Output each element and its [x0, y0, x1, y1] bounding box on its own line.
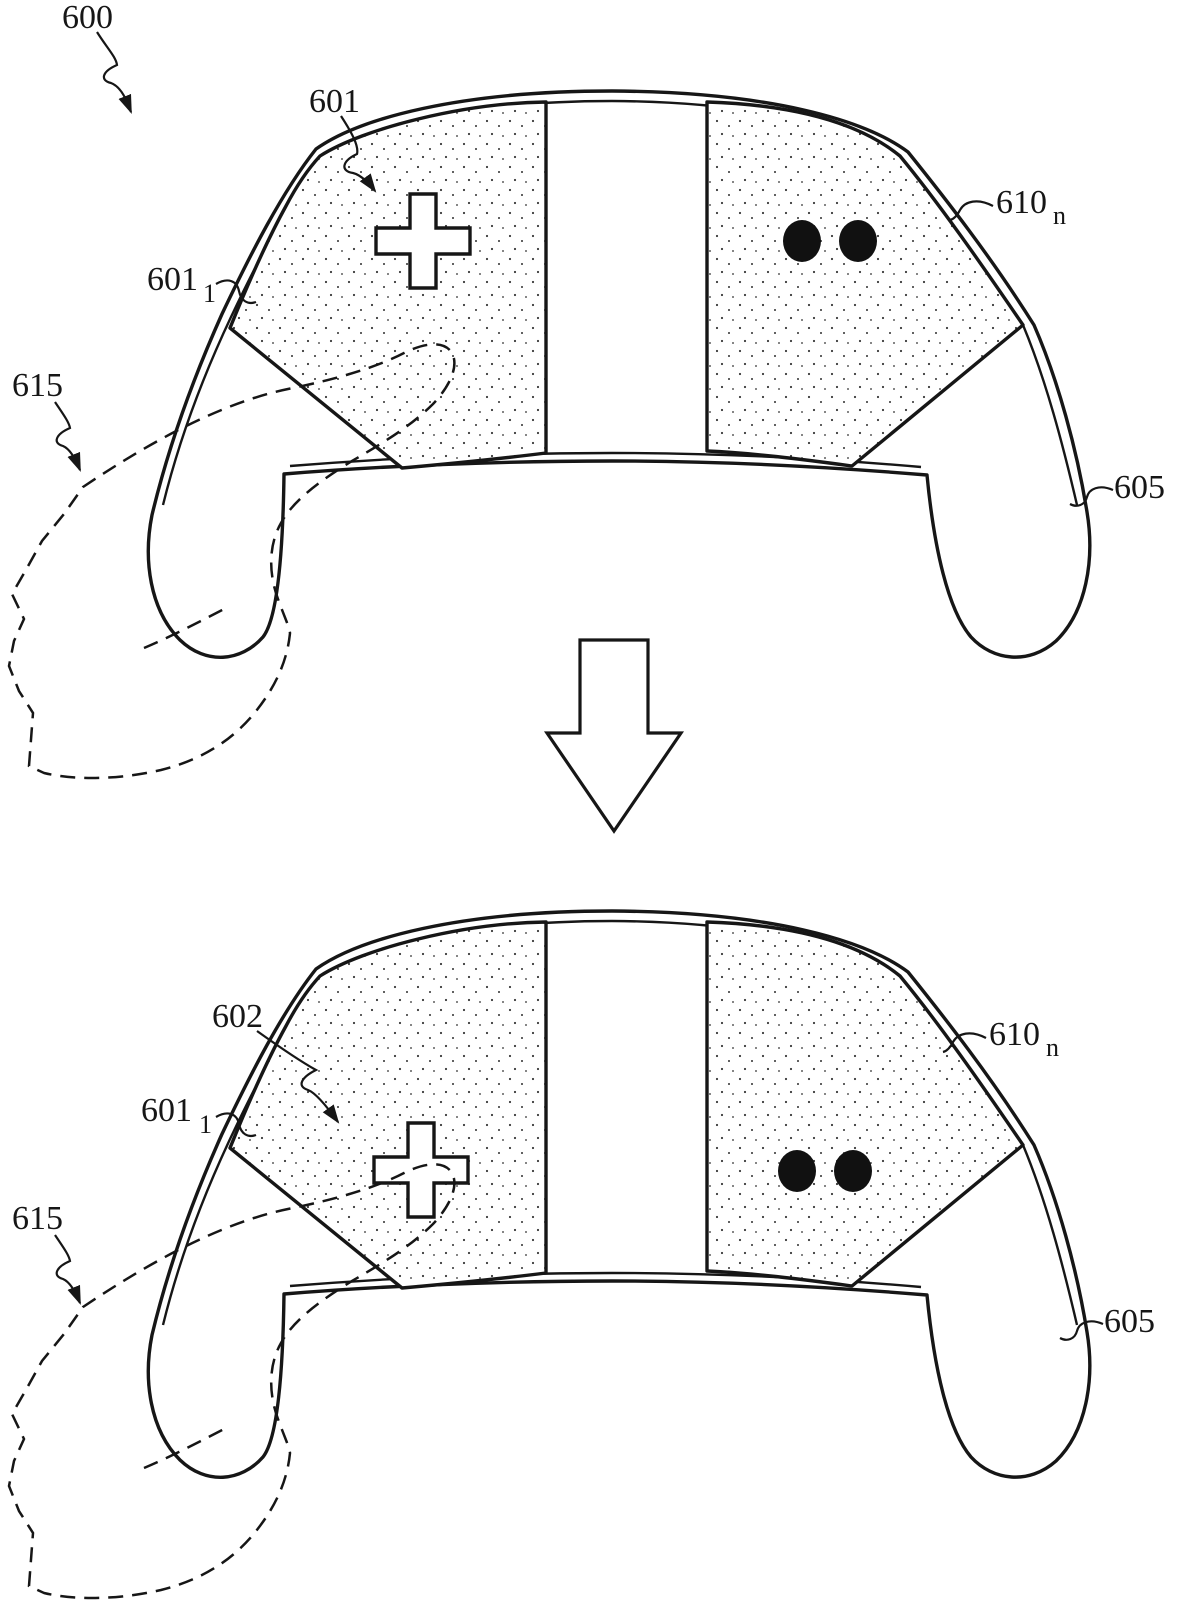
ref-label-615: 615 [12, 367, 63, 404]
leader-610n [949, 200, 994, 222]
top-controller-figure: 600 601 601 1 610 n 605 615 [7, 0, 1165, 780]
leader-601-1 [215, 279, 257, 305]
leader-602 [256, 1030, 340, 1124]
ref-label-601-1-sub: 1 [203, 279, 216, 308]
button-dot-icon [778, 1150, 816, 1192]
ref-label-610-sub: n [1053, 201, 1066, 230]
ref-label-601-1: 601 [141, 1092, 192, 1129]
ref-label-605: 605 [1114, 469, 1165, 506]
ref-label-610-sub: n [1046, 1033, 1059, 1062]
button-dot-icon [783, 220, 821, 262]
ref-label-601: 601 [309, 83, 360, 120]
ref-label-610: 610 [989, 1016, 1040, 1053]
button-dot-icon [839, 220, 877, 262]
transition-down-arrow-icon [543, 638, 685, 834]
button-dot-icon [834, 1150, 872, 1192]
ref-label-602: 602 [212, 998, 263, 1035]
bottom-controller-figure: 602 601 1 610 n 605 615 [7, 909, 1155, 1600]
ref-label-601-1: 601 [147, 261, 198, 298]
leader-615 [54, 1234, 82, 1306]
leader-601-1 [215, 1112, 257, 1138]
leader-601 [340, 115, 377, 193]
leader-605 [1059, 1320, 1104, 1341]
leader-610n [942, 1032, 987, 1054]
leader-600 [96, 31, 133, 115]
ref-label-610: 610 [996, 184, 1047, 221]
leader-615 [54, 401, 82, 473]
ref-label-615: 615 [12, 1200, 63, 1237]
ref-label-605: 605 [1104, 1303, 1155, 1340]
ref-label-601-1-sub: 1 [199, 1110, 212, 1139]
leader-605 [1069, 486, 1114, 507]
ref-label-600: 600 [62, 0, 113, 36]
